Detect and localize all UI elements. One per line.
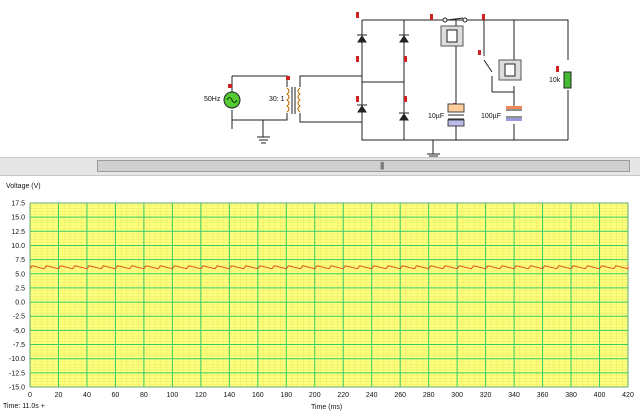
ground-icon — [257, 136, 270, 144]
ac-source-icon[interactable] — [223, 84, 241, 109]
x-tick-label: 420 — [622, 392, 634, 399]
time-readout-label: Time: — [3, 403, 21, 410]
y-axis-title: Voltage (V) — [6, 183, 41, 190]
capacitor-icon[interactable] — [447, 103, 465, 127]
transformer-icon[interactable] — [286, 76, 301, 114]
x-tick-label: 240 — [366, 392, 378, 399]
capacitor-icon[interactable] — [506, 106, 522, 121]
circuit-schematic — [223, 12, 572, 157]
diode-icon[interactable] — [399, 34, 409, 43]
y-tick-label: -7.5 — [13, 342, 25, 349]
switch-icon[interactable] — [442, 17, 468, 23]
x-tick-label: 160 — [252, 392, 264, 399]
y-tick-label: 17.5 — [11, 201, 25, 208]
x-tick-label: 300 — [451, 392, 463, 399]
x-tick-label: 360 — [537, 392, 549, 399]
time-readout-value: 11.0s + — [22, 403, 45, 410]
y-tick-label: 10.0 — [11, 243, 25, 250]
x-tick-label: 60 — [112, 392, 120, 399]
y-tick-label: 2.5 — [15, 285, 25, 292]
x-tick-label: 220 — [337, 392, 349, 399]
x-tick-label: 200 — [309, 392, 321, 399]
y-tick-label: 7.5 — [15, 257, 25, 264]
x-axis-title: Time (ms) — [311, 404, 343, 411]
x-tick-label: 180 — [280, 392, 292, 399]
y-tick-label: 15.0 — [11, 215, 25, 222]
ground-icon — [427, 153, 440, 157]
diode-icon[interactable] — [357, 34, 367, 43]
x-tick-label: 260 — [394, 392, 406, 399]
time-readout: Time: 11.0s + — [3, 403, 45, 410]
diode-icon[interactable] — [357, 104, 367, 113]
voltage-trace — [29, 265, 629, 270]
y-tick-label: -2.5 — [13, 314, 25, 321]
x-tick-label: 280 — [423, 392, 435, 399]
x-tick-label: 100 — [167, 392, 179, 399]
y-tick-label: 5.0 — [15, 271, 25, 278]
push-button-icon[interactable] — [440, 25, 464, 47]
circuit-canvas[interactable]: 50Hz 30: 1 10µF 100µF 10k — [0, 0, 640, 157]
voltage-chart[interactable]: 0 20 40 60 80 100 120 140 160 180 200 220 240 260 280 3… — [0, 176, 640, 413]
y-tick-label: 0.0 — [15, 300, 25, 307]
y-tick-label: -5.0 — [13, 328, 25, 335]
resistor-icon[interactable] — [563, 71, 572, 89]
x-tick-label: 120 — [195, 392, 207, 399]
source-label: 50Hz — [204, 96, 221, 103]
transformer-label: 30: 1 — [269, 96, 285, 103]
grip-icon: ||| — [380, 161, 384, 170]
x-tick-label: 0 — [28, 392, 32, 399]
diode-icon[interactable] — [399, 112, 409, 121]
x-tick-label: 320 — [480, 392, 492, 399]
y-tick-label: -12.5 — [9, 370, 25, 377]
plot-border — [29, 202, 629, 388]
plot-area — [30, 203, 628, 387]
y-tick-label: 12.5 — [11, 229, 25, 236]
x-tick-label: 340 — [508, 392, 520, 399]
y-tick-label: -15.0 — [9, 385, 25, 392]
y-tick-label: -10.0 — [9, 356, 25, 363]
resistor-label: 10k — [549, 77, 561, 84]
x-tick-label: 80 — [140, 392, 148, 399]
x-tick-label: 20 — [55, 392, 63, 399]
x-tick-label: 40 — [83, 392, 91, 399]
capacitor-label: 100µF — [481, 113, 501, 120]
capacitor-label: 10µF — [428, 113, 445, 120]
x-tick-label: 380 — [565, 392, 577, 399]
splitter-handle[interactable] — [97, 160, 630, 172]
push-button-icon[interactable] — [498, 59, 522, 81]
x-tick-label: 140 — [223, 392, 235, 399]
x-tick-label: 400 — [594, 392, 606, 399]
